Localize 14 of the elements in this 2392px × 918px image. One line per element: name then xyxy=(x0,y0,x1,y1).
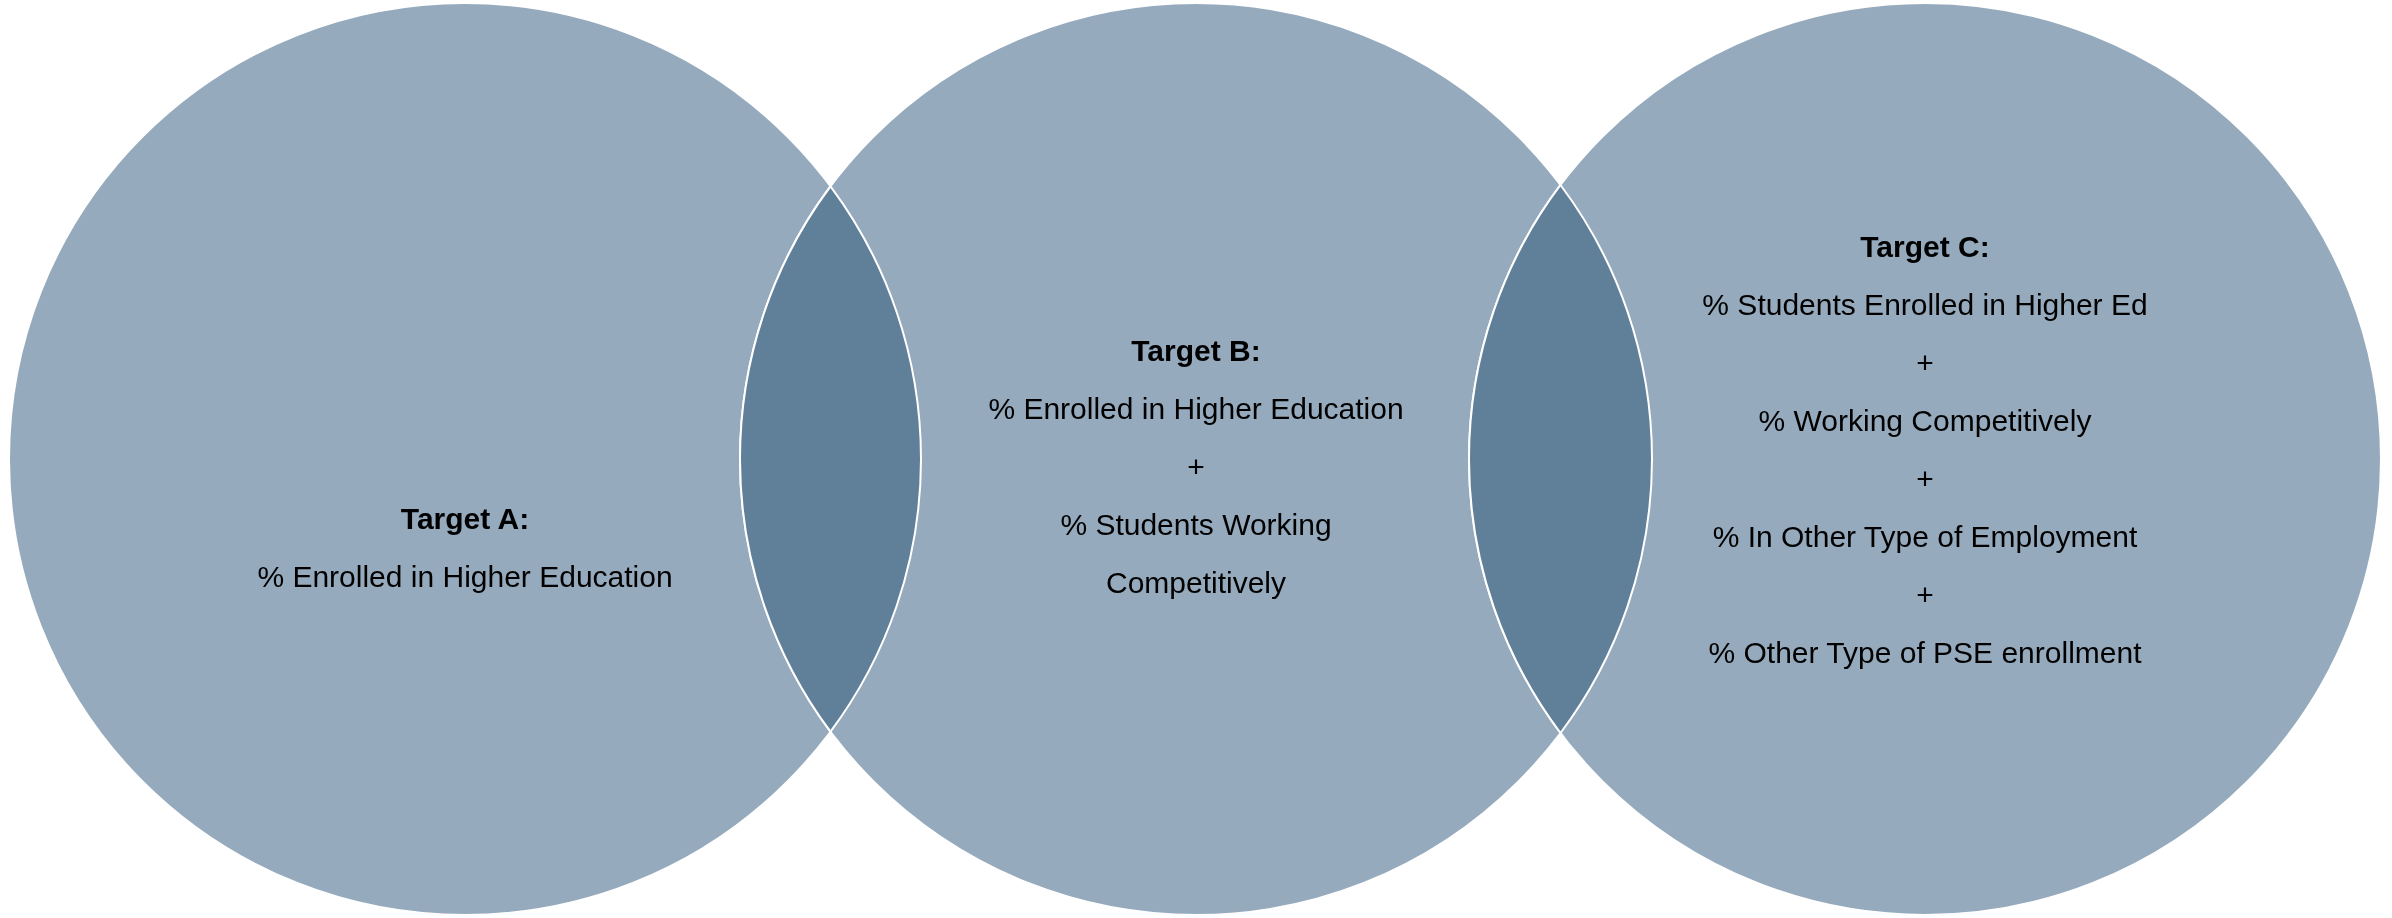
target-heading: Target C: xyxy=(1860,229,1990,265)
criterion-text: % Enrolled in Higher Education xyxy=(988,391,1404,427)
criterion-text: + xyxy=(1916,345,1934,381)
criterion-text: % Students Working Competitively xyxy=(1059,507,1333,601)
criterion-text: + xyxy=(1916,577,1934,613)
criterion-text: % Working Competitively xyxy=(1758,403,2092,439)
criterion-text: % Other Type of PSE enrollment xyxy=(1708,635,2142,671)
criterion-text: + xyxy=(1187,449,1205,485)
criterion-text: % Enrolled in Higher Education xyxy=(257,559,673,595)
target-heading: Target B: xyxy=(1131,333,1261,369)
criterion-text: + xyxy=(1916,461,1934,497)
target-heading: Target A: xyxy=(400,501,530,537)
criterion-text: % Students Enrolled in Higher Ed xyxy=(1702,287,2148,323)
criterion-text: % In Other Type of Employment xyxy=(1712,519,2138,555)
